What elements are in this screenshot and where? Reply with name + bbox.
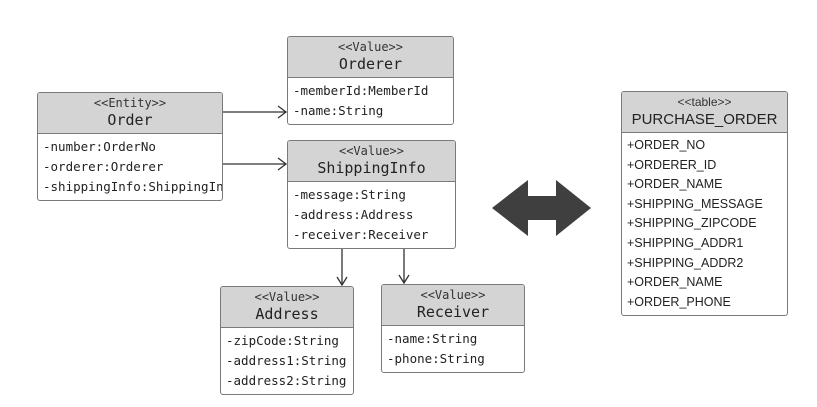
attribute: +SHIPPING_ZIPCODE: [627, 216, 757, 231]
stereotype: <<Entity>>: [93, 96, 167, 110]
class-name: Orderer: [338, 55, 403, 73]
class-header: <<Value>> Orderer: [288, 37, 453, 78]
double-arrow-icon: [492, 180, 591, 236]
attribute-list: -zipCode:String -address1:String -address2…: [221, 328, 353, 394]
attribute: -number:OrderNo: [43, 139, 156, 154]
stereotype: <<Value>>: [254, 290, 320, 304]
class-header: <<table>> PURCHASE_ORDER: [622, 92, 787, 133]
class-header: <<Value>> Address: [221, 287, 353, 328]
attribute: +ORDER_PHONE: [627, 294, 731, 309]
attribute-list: -memberId:MemberId -name:String: [288, 78, 453, 124]
attribute: -address:Address: [293, 207, 414, 222]
arrow-shippinginfo-to-address: [336, 248, 348, 287]
class-name: Receiver: [416, 303, 490, 321]
arrow-order-to-orderer: [222, 105, 288, 119]
attribute: -phone:String: [387, 351, 485, 366]
attribute: -message:String: [293, 187, 406, 202]
attribute: +ORDERER_ID: [627, 157, 717, 172]
class-header: <<Value>> Receiver: [382, 285, 524, 326]
attribute: -name:String: [387, 331, 478, 346]
class-name: Address: [255, 305, 319, 323]
class-box-shipping-info: <<Value>> ShippingInfo -message:String -a…: [287, 140, 456, 249]
class-box-purchase-order: <<table>> PURCHASE_ORDER +ORDER_NO+ORDER…: [621, 91, 788, 317]
attribute: -orderer:Orderer: [43, 159, 164, 174]
attribute: +SHIPPING_MESSAGE: [627, 196, 763, 211]
attribute: -zipCode:String: [226, 333, 339, 348]
attribute: +ORDER_NAME: [627, 177, 723, 192]
class-name: PURCHASE_ORDER: [631, 111, 778, 128]
attribute-list: -name:String -phone:String: [382, 326, 524, 372]
attribute-list: -number:OrderNo -orderer:Orderer -shipping…: [38, 134, 222, 200]
stereotype: <<table>>: [677, 95, 732, 109]
attribute: -address2:String: [226, 373, 347, 388]
attribute-list: +ORDER_NO +ORDERER_ID +ORDER_NAME +SHIPPING…: [622, 133, 787, 315]
attribute-list: -message:String -address:Address -receiver…: [288, 182, 455, 248]
stereotype: <<Value>>: [337, 40, 404, 54]
class-header: <<Entity>> Order: [38, 93, 222, 134]
attribute: +ORDER_NO: [627, 138, 706, 152]
class-box-address: <<Value>> Address -zipCode:String -addres…: [220, 286, 354, 395]
class-header: <<Value>> ShippingInfo: [288, 141, 455, 182]
class-box-receiver: <<Value>> Receiver -name:String -phone:St…: [381, 284, 525, 373]
arrow-shippinginfo-to-receiver: [398, 248, 410, 285]
class-box-order: <<Entity>> Order -number:OrderNo -orderer…: [37, 92, 223, 201]
arrow-order-to-shippinginfo: [222, 157, 288, 171]
class-name: Order: [107, 111, 153, 129]
attribute: -memberId:MemberId: [293, 83, 429, 98]
attribute: -receiver:Receiver: [293, 227, 429, 242]
class-box-orderer: <<Value>> Orderer -memberId:MemberId -nam…: [287, 36, 454, 125]
attribute: -name:String: [293, 103, 384, 118]
attribute: +SHIPPING_ADDR1: [627, 235, 744, 250]
attribute: -shippingInfo:ShippingInfo: [43, 179, 223, 194]
attribute: +SHIPPING_ADDR2: [627, 255, 744, 270]
class-name: ShippingInfo: [317, 159, 426, 177]
attribute: +ORDER_NAME: [627, 275, 723, 290]
stereotype: <<Value>>: [420, 288, 486, 302]
stereotype: <<Value>>: [338, 144, 405, 158]
attribute: -address1:String: [226, 353, 347, 368]
